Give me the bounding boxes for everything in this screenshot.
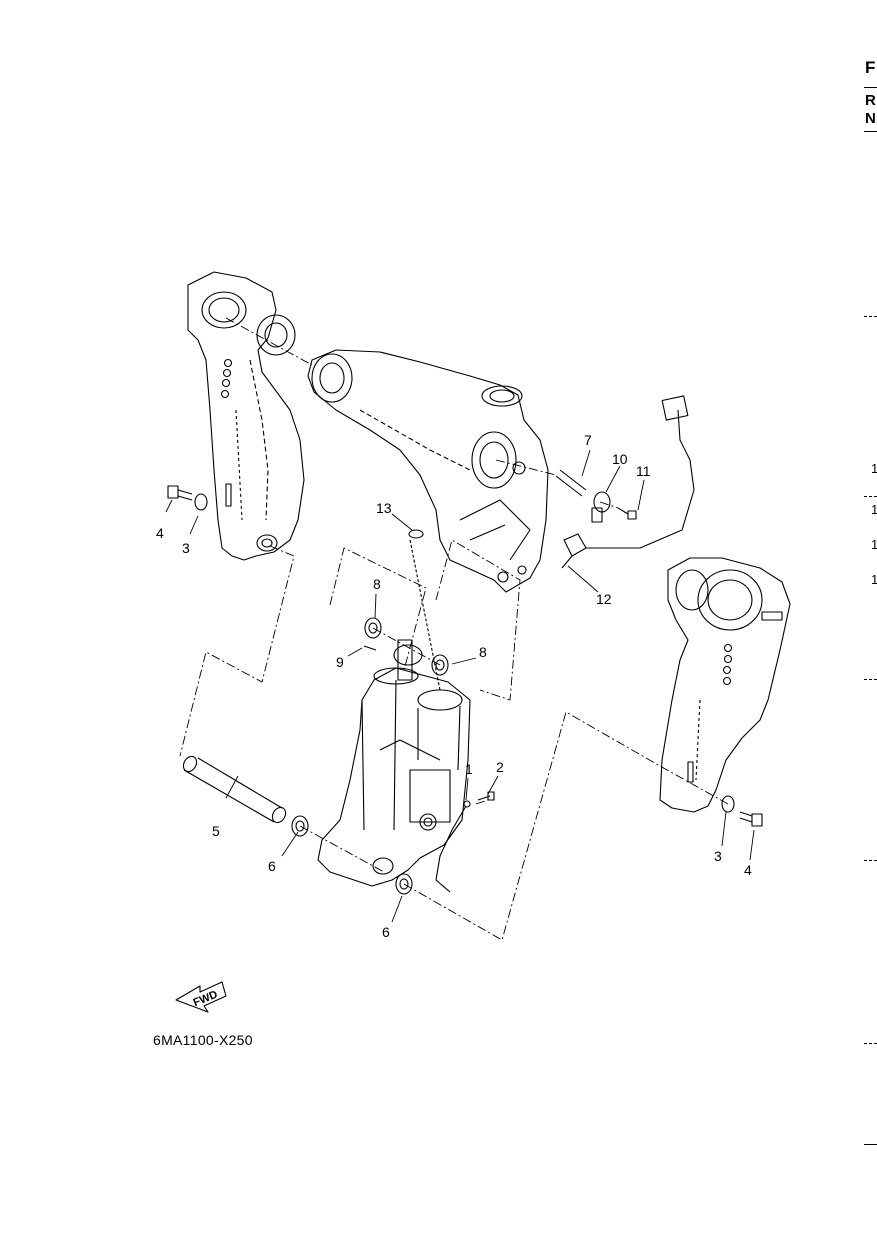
bushing-6b: [395, 873, 413, 895]
callout-6a: 6: [268, 858, 276, 874]
connector-12: [561, 395, 695, 569]
swivel-bracket: [307, 349, 549, 593]
bolt-2: [477, 791, 495, 801]
callout-4a: 4: [156, 525, 164, 541]
edge-number: 1: [871, 537, 877, 552]
leader-lines: [165, 449, 755, 923]
pin-7: [555, 469, 587, 497]
bolt-11: [617, 507, 637, 520]
fwd-label: FWD: [192, 989, 220, 1010]
bolt-4-right: [739, 811, 763, 827]
callout-8a: 8: [373, 576, 381, 592]
edge-dash: [864, 496, 877, 497]
washer-3-right: [721, 795, 735, 813]
bolt-4-left: [167, 485, 193, 501]
edge-rule: [864, 131, 877, 132]
washer-3-left: [194, 493, 208, 511]
callout-8b: 8: [479, 644, 487, 660]
callout-13: 13: [376, 500, 392, 516]
callout-4b: 4: [744, 862, 752, 878]
edge-number: 1: [871, 502, 877, 517]
assembly-lines: [179, 317, 729, 941]
callout-2: 2: [496, 759, 504, 775]
bushing-8a: [364, 617, 382, 639]
part-diagram-code: 6MA1100-X250: [153, 1032, 253, 1048]
edge-rule: [864, 87, 877, 88]
edge-dash: [864, 860, 877, 861]
edge-letter-f: F: [865, 58, 876, 77]
edge-number: 1: [871, 461, 877, 476]
callout-1: 1: [465, 761, 473, 777]
tilt-pin-5: [182, 755, 287, 824]
edge-rule: [864, 1144, 877, 1145]
pin-9: [363, 645, 377, 651]
callout-3a: 3: [182, 540, 190, 556]
callout-11: 11: [636, 463, 651, 479]
bushing-8b: [431, 654, 449, 676]
edge-letter-r: R: [865, 92, 876, 109]
fwd-arrow-icon: [175, 981, 227, 1013]
right-clamp-bracket: [659, 557, 791, 813]
edge-dash: [864, 316, 877, 317]
edge-dash: [864, 679, 877, 680]
callout-3b: 3: [714, 848, 722, 864]
edge-letter-n: N: [865, 110, 876, 127]
callout-12: 12: [596, 591, 612, 607]
clamp-13: [408, 529, 441, 691]
callout-6b: 6: [382, 924, 390, 940]
edge-number: 1: [871, 572, 877, 587]
callout-9: 9: [336, 654, 344, 670]
callout-5: 5: [212, 823, 220, 839]
ptt-unit: [317, 639, 471, 887]
left-clamp-bracket: [187, 271, 305, 561]
sensor-10: [591, 491, 611, 523]
edge-dash: [864, 1043, 877, 1044]
bushing-6a: [291, 815, 309, 837]
ground-lead: [435, 800, 471, 893]
callout-10: 10: [612, 451, 628, 467]
callout-7: 7: [584, 432, 592, 448]
